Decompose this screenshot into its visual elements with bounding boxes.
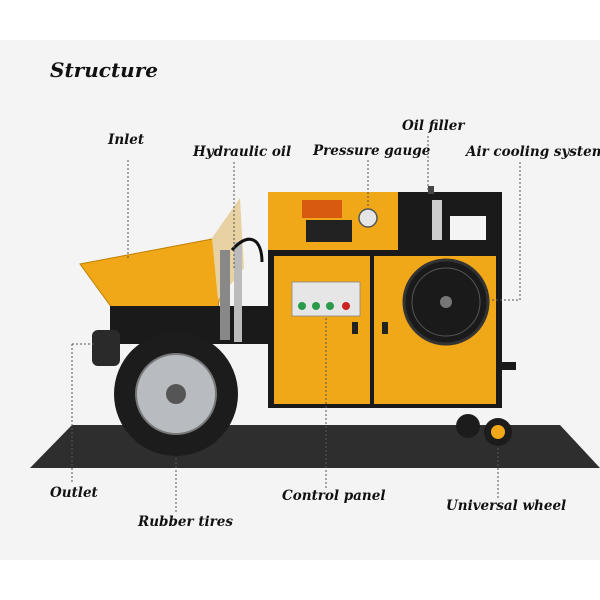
pressure-gauge xyxy=(358,208,378,228)
oil-filler-cap xyxy=(428,186,434,194)
air-cooling-leader xyxy=(488,162,521,301)
control-button xyxy=(326,302,334,310)
label-outlet: Outlet xyxy=(50,485,98,501)
control-button xyxy=(298,302,306,310)
warning-label xyxy=(450,216,486,240)
label-rubber-tires: Rubber tires xyxy=(138,514,233,530)
nameplate xyxy=(306,220,352,242)
label-oil-filler: Oil filler xyxy=(402,118,465,134)
fan-hub xyxy=(440,296,452,308)
fan-guard xyxy=(411,267,481,337)
door-handle xyxy=(382,322,388,334)
label-air-cooling-system: Air cooling system xyxy=(466,144,600,160)
label-universal-wheel: Universal wheel xyxy=(446,498,567,514)
label-hydraulic-oil: Hydraulic oil xyxy=(193,144,292,160)
universal-wheel-hub xyxy=(491,425,505,439)
hydraulic-cylinder xyxy=(220,250,230,340)
door-handle xyxy=(352,322,358,334)
universal-wheel xyxy=(456,414,480,438)
hydraulic-rod xyxy=(234,242,242,342)
control-button xyxy=(312,302,320,310)
diagram-title: Structure xyxy=(50,58,158,82)
control-button xyxy=(342,302,350,310)
label-inlet: Inlet xyxy=(108,132,145,148)
tow-bracket xyxy=(500,362,516,370)
flame-decal xyxy=(302,200,342,218)
label-pressure-gauge: Pressure gauge xyxy=(313,143,431,159)
outlet-pipe xyxy=(92,330,120,366)
inlet-hopper xyxy=(79,235,229,309)
label-control-panel: Control panel xyxy=(282,488,386,504)
wheel-hub xyxy=(166,384,186,404)
hydraulic-hose xyxy=(230,237,264,263)
control-panel-box xyxy=(291,281,361,317)
floor-shadow xyxy=(30,425,600,468)
oil-level-window xyxy=(432,200,442,240)
